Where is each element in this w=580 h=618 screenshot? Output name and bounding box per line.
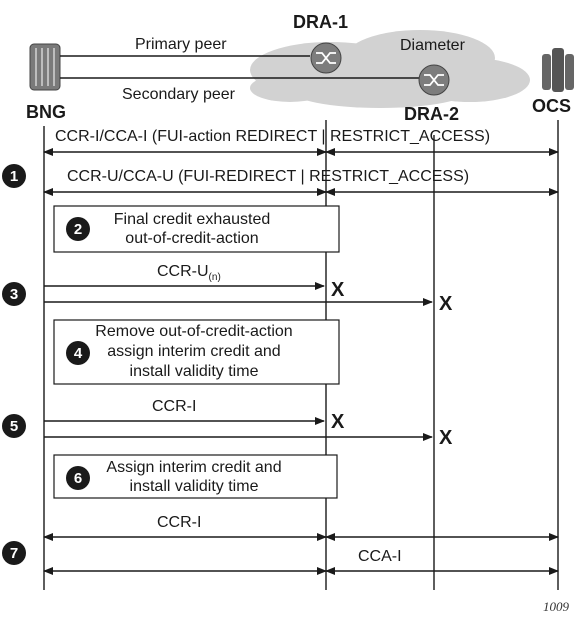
box-4-line-1: Remove out-of-credit-action: [95, 323, 292, 340]
step-5-badge: [2, 414, 26, 438]
box-6-line-1: Assign interim credit and: [106, 459, 281, 476]
step-6-number: 6: [74, 470, 82, 487]
step-1-badge: [2, 164, 26, 188]
dra1-label: DRA-1: [293, 12, 348, 32]
step-4-number: 4: [74, 345, 83, 362]
cloud-label: Diameter: [400, 37, 466, 54]
fail-mark-dra1-step5: X: [331, 411, 345, 433]
ocs-label: OCS: [532, 96, 571, 116]
msg-ccr-u-cca-u: CCR-U/CCA-U (FUI-REDIRECT | RESTRICT_ACC…: [67, 168, 469, 185]
box-step-4: [53, 319, 340, 385]
step-4-badge: [66, 341, 90, 365]
step-2-badge: [66, 217, 90, 241]
secondary-peer-label: Secondary peer: [122, 86, 236, 103]
step-3-badge: [2, 282, 26, 306]
msg-ccr-i-cca-i: CCR-I/CCA-I (FUI-action REDIRECT | RESTR…: [55, 128, 490, 145]
diameter-cloud: [250, 30, 530, 108]
fail-mark-dra2-step5: X: [439, 427, 453, 449]
step-1-number: 1: [10, 168, 18, 185]
msg-ccr-u-n: CCR-U(n): [157, 263, 221, 283]
ocs-server-icon: [542, 48, 574, 92]
box-2-line-2: out-of-credit-action: [125, 230, 258, 247]
step-6-badge: [66, 466, 90, 490]
box-6-line-2: install validity time: [130, 478, 259, 495]
step-3-number: 3: [10, 286, 18, 303]
msg-ccr-u-n-sub: (n): [209, 272, 221, 283]
box-2-line-1: Final credit exhausted: [114, 211, 271, 228]
step-2-number: 2: [74, 221, 82, 238]
box-step-2: [53, 205, 340, 253]
figure-id: 1009: [543, 599, 570, 614]
msg-ccr-i-step7: CCR-I: [157, 514, 201, 531]
dra2-label: DRA-2: [404, 104, 459, 124]
box-step-6: [53, 454, 338, 499]
msg-ccr-u-n-main: CCR-U: [157, 263, 209, 280]
bng-device-icon: [29, 43, 61, 91]
box-4-line-3: install validity time: [130, 363, 259, 380]
dra2-router-icon: [418, 64, 450, 96]
fail-mark-dra1-step3: X: [331, 279, 345, 301]
dra1-router-icon: [310, 42, 342, 74]
step-5-number: 5: [10, 418, 18, 435]
primary-peer-label: Primary peer: [135, 36, 227, 53]
bng-label: BNG: [26, 102, 66, 122]
fail-mark-dra2-step3: X: [439, 293, 453, 315]
step-7-badge: [2, 541, 26, 565]
step-7-number: 7: [10, 545, 18, 562]
msg-cca-i-step7: CCA-I: [358, 548, 402, 565]
box-4-line-2: assign interim credit and: [107, 343, 280, 360]
msg-ccr-i-step5: CCR-I: [152, 398, 196, 415]
